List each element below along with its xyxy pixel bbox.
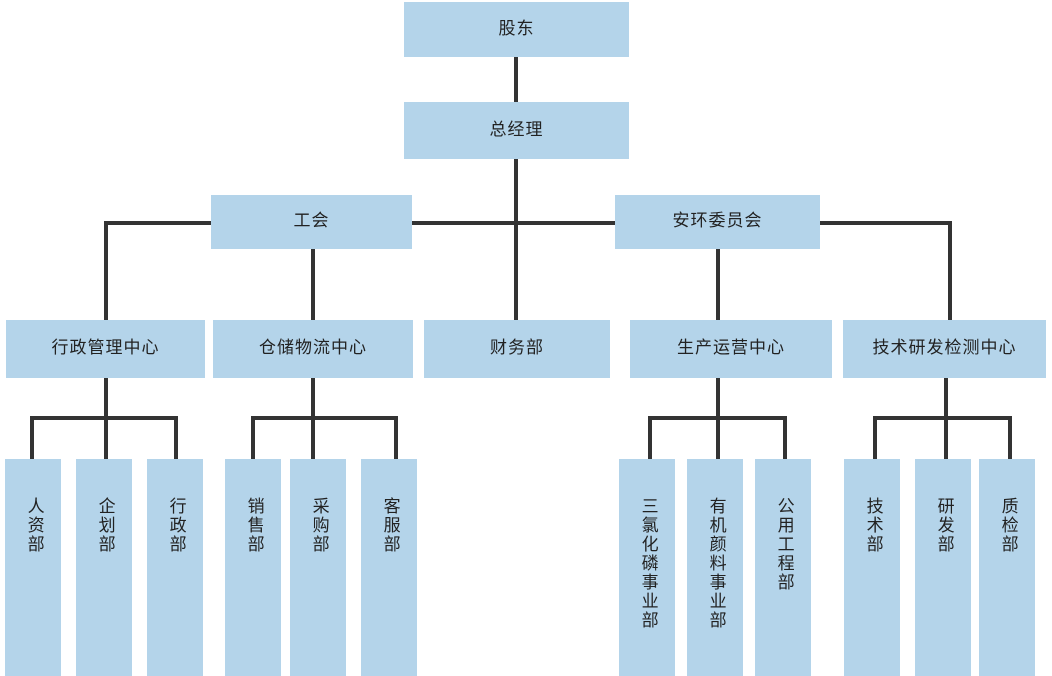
connector-rnd-stem — [944, 378, 948, 420]
node-administration-dept[interactable]: 行政部 — [147, 459, 203, 676]
connector-gm-trunk — [514, 159, 518, 321]
connector-bar-to-admin-center — [104, 221, 108, 321]
node-utility-engineering-dept[interactable]: 公用工程部 — [755, 459, 811, 676]
node-finance-dept[interactable]: 财务部 — [424, 320, 610, 378]
connector-rnd-to-technology — [873, 416, 877, 459]
node-sales-dept[interactable]: 销售部 — [225, 459, 281, 676]
connector-production-stem — [716, 378, 720, 420]
node-rnd-center[interactable]: 技术研发检测中心 — [843, 320, 1046, 378]
connector-warehouse-to-purchasing — [311, 416, 315, 459]
connector-admin-to-planning — [104, 416, 108, 459]
connector-shareholders-to-gm — [514, 57, 518, 102]
connector-rnd-to-quality — [1008, 416, 1012, 459]
node-general-manager-label: 总经理 — [489, 119, 544, 140]
node-safety-env-committee[interactable]: 安环委员会 — [615, 195, 820, 249]
connector-rnd-bar — [873, 416, 1012, 420]
connector-safety-down — [716, 249, 720, 321]
connector-admin-to-administration — [174, 416, 178, 459]
node-pcl3-division-label: 三氯化磷事业部 — [637, 497, 658, 630]
node-production-center[interactable]: 生产运营中心 — [630, 320, 832, 378]
node-technology-dept-label: 技术部 — [862, 497, 883, 554]
node-research-dept-label: 研发部 — [933, 497, 954, 554]
node-quality-inspection-dept[interactable]: 质检部 — [979, 459, 1035, 676]
node-warehouse-center[interactable]: 仓储物流中心 — [213, 320, 413, 378]
node-warehouse-center-label: 仓储物流中心 — [259, 338, 367, 359]
node-planning-dept[interactable]: 企划部 — [76, 459, 132, 676]
node-planning-dept-label: 企划部 — [94, 497, 115, 554]
connector-warehouse-bar — [251, 416, 398, 420]
node-research-dept[interactable]: 研发部 — [915, 459, 971, 676]
node-shareholders[interactable]: 股东 — [404, 2, 629, 57]
node-hr-dept-label: 人资部 — [23, 497, 44, 554]
connector-rnd-to-research — [944, 416, 948, 459]
connector-admin-stem — [104, 378, 108, 420]
node-purchasing-dept-label: 采购部 — [308, 497, 329, 554]
node-admin-center[interactable]: 行政管理中心 — [6, 320, 205, 378]
node-safety-env-committee-label: 安环委员会 — [672, 211, 763, 232]
connector-production-to-pigment — [716, 416, 720, 459]
node-rnd-center-label: 技术研发检测中心 — [872, 338, 1017, 359]
connector-warehouse-to-customer-service — [394, 416, 398, 459]
connector-warehouse-stem — [311, 378, 315, 420]
node-admin-center-label: 行政管理中心 — [51, 338, 160, 359]
connector-warehouse-to-sales — [251, 416, 255, 459]
connector-level3-horizontal-bar — [104, 221, 952, 225]
connector-bar-to-rnd-center — [948, 221, 952, 321]
node-organic-pigment-division[interactable]: 有机颜料事业部 — [687, 459, 743, 676]
node-purchasing-dept[interactable]: 采购部 — [290, 459, 346, 676]
node-customer-service-dept[interactable]: 客服部 — [361, 459, 417, 676]
node-pcl3-division[interactable]: 三氯化磷事业部 — [619, 459, 675, 676]
connector-production-to-utility — [783, 416, 787, 459]
node-finance-dept-label: 财务部 — [490, 338, 544, 359]
connector-admin-to-hr — [30, 416, 34, 459]
node-general-manager[interactable]: 总经理 — [404, 102, 629, 159]
node-utility-engineering-dept-label: 公用工程部 — [773, 497, 794, 592]
node-hr-dept[interactable]: 人资部 — [5, 459, 61, 676]
node-administration-dept-label: 行政部 — [165, 497, 186, 554]
node-labor-union[interactable]: 工会 — [211, 195, 412, 249]
connector-production-to-pcl3 — [648, 416, 652, 459]
node-shareholders-label: 股东 — [498, 18, 535, 39]
connector-union-down — [311, 249, 315, 321]
node-quality-inspection-dept-label: 质检部 — [997, 497, 1018, 554]
node-customer-service-dept-label: 客服部 — [379, 497, 400, 554]
node-organic-pigment-division-label: 有机颜料事业部 — [705, 497, 726, 630]
node-labor-union-label: 工会 — [293, 211, 330, 232]
node-production-center-label: 生产运营中心 — [677, 338, 785, 359]
node-technology-dept[interactable]: 技术部 — [844, 459, 900, 676]
node-sales-dept-label: 销售部 — [243, 497, 264, 554]
